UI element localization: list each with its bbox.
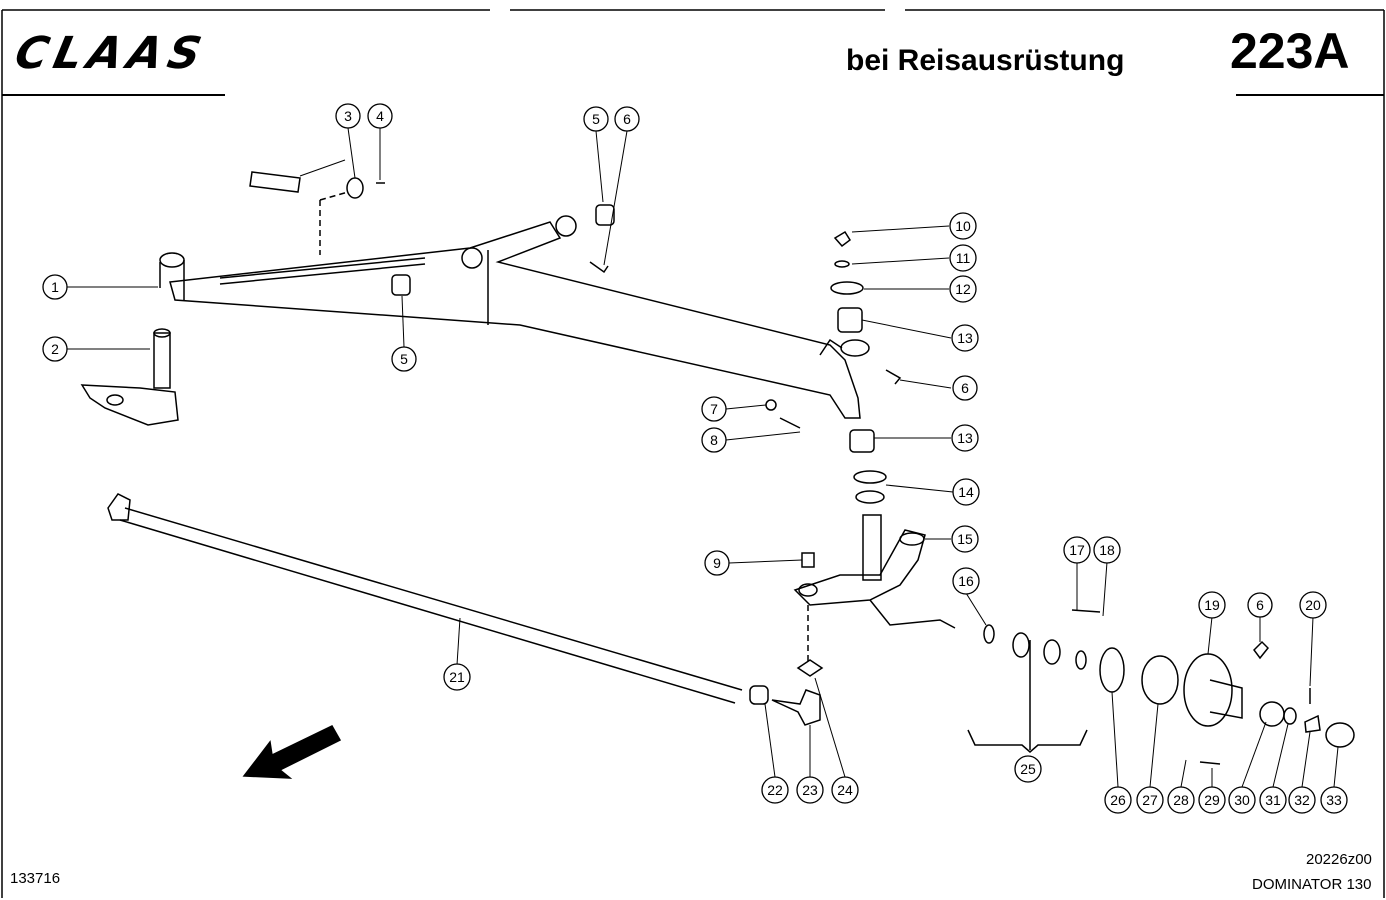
callout-26: 26 [1104, 786, 1132, 814]
callout-28: 28 [1167, 786, 1195, 814]
svg-text:15: 15 [957, 531, 973, 547]
drawing-frame [1, 9, 1385, 898]
right-spindle-stack [765, 230, 956, 677]
svg-text:6: 6 [623, 111, 631, 127]
leader-lines [67, 127, 1339, 788]
part-plate-3 [249, 171, 385, 255]
svg-text:25: 25 [1020, 761, 1036, 777]
callout-18: 18 [1093, 536, 1121, 564]
callout-16: 16 [952, 567, 980, 595]
left-document-code: 133716 [10, 870, 61, 887]
svg-text:28: 28 [1173, 792, 1189, 808]
callout-bubbles: 1 2 3 4 5 6 5 10 11 12 13 6 7 8 13 14 15… [42, 103, 1348, 814]
tie-rod [107, 493, 821, 726]
svg-text:6: 6 [1256, 597, 1264, 613]
callout-31: 31 [1259, 786, 1287, 814]
svg-text:11: 11 [956, 250, 971, 266]
callout-32: 32 [1288, 786, 1316, 814]
page-code: 223A [1230, 23, 1350, 79]
callout-1: 1 [42, 274, 68, 300]
svg-text:12: 12 [955, 281, 971, 297]
svg-text:10: 10 [955, 218, 971, 234]
callout-20: 20 [1299, 591, 1327, 619]
kingpin-left [80, 328, 179, 426]
callout-17: 17 [1063, 536, 1091, 564]
callout-6-right: 6 [952, 375, 978, 401]
model-name: DOMINATOR 130 [1252, 876, 1372, 893]
svg-text:24: 24 [837, 782, 853, 798]
svg-text:19: 19 [1204, 597, 1220, 613]
callout-9: 9 [704, 550, 730, 576]
callout-29: 29 [1198, 786, 1226, 814]
svg-text:31: 31 [1265, 792, 1281, 808]
bushings [391, 204, 615, 296]
callout-19: 19 [1198, 591, 1226, 619]
callout-11: 11 [949, 244, 977, 272]
svg-text:32: 32 [1294, 792, 1310, 808]
axle-beam [159, 215, 870, 419]
svg-text:16: 16 [958, 573, 974, 589]
svg-text:4: 4 [376, 108, 384, 124]
svg-text:3: 3 [344, 108, 352, 124]
svg-text:26: 26 [1110, 792, 1126, 808]
svg-text:2: 2 [51, 341, 59, 357]
svg-text:13: 13 [957, 430, 973, 446]
callout-13-lower: 13 [951, 424, 979, 452]
hub-assembly [967, 609, 1355, 765]
svg-text:18: 18 [1099, 542, 1115, 558]
drawing-code: 20226z00 [1306, 851, 1372, 868]
svg-text:17: 17 [1069, 542, 1085, 558]
svg-text:22: 22 [767, 782, 783, 798]
callout-15: 15 [951, 525, 979, 553]
callout-33: 33 [1320, 786, 1348, 814]
svg-text:13: 13 [957, 330, 973, 346]
svg-text:8: 8 [710, 432, 718, 448]
callout-30: 30 [1228, 786, 1256, 814]
callout-7: 7 [701, 396, 727, 422]
callout-5-top: 5 [583, 106, 609, 132]
callout-2: 2 [42, 336, 68, 362]
callout-24: 24 [831, 776, 859, 804]
svg-text:7: 7 [710, 401, 718, 417]
callout-10: 10 [949, 212, 977, 240]
svg-text:27: 27 [1142, 792, 1158, 808]
callout-5-mid: 5 [391, 346, 417, 372]
svg-text:21: 21 [449, 669, 465, 685]
svg-text:5: 5 [592, 111, 600, 127]
callout-4: 4 [367, 103, 393, 129]
svg-text:5: 5 [400, 351, 408, 367]
callout-27: 27 [1136, 786, 1164, 814]
svg-text:1: 1 [51, 279, 59, 295]
callout-23: 23 [796, 776, 824, 804]
callout-3: 3 [335, 103, 361, 129]
callout-12: 12 [949, 275, 977, 303]
svg-text:20: 20 [1305, 597, 1321, 613]
svg-text:30: 30 [1234, 792, 1250, 808]
travel-direction-arrow [242, 725, 342, 779]
svg-text:6: 6 [961, 380, 969, 396]
svg-text:9: 9 [713, 555, 721, 571]
svg-text:23: 23 [802, 782, 818, 798]
page-header: CLAAS bei Reisausrüstung 223A [0, 0, 1386, 96]
svg-text:33: 33 [1326, 792, 1342, 808]
callout-6-hub: 6 [1247, 592, 1273, 618]
callout-22: 22 [761, 776, 789, 804]
callout-13-upper: 13 [951, 324, 979, 352]
callout-8: 8 [701, 427, 727, 453]
callout-6-top: 6 [614, 106, 640, 132]
callout-14: 14 [952, 478, 980, 506]
svg-text:29: 29 [1204, 792, 1220, 808]
page-title: bei Reisausrüstung [846, 44, 1125, 77]
callout-25: 25 [1014, 755, 1042, 783]
callout-21: 21 [443, 663, 471, 691]
svg-text:14: 14 [958, 484, 974, 500]
